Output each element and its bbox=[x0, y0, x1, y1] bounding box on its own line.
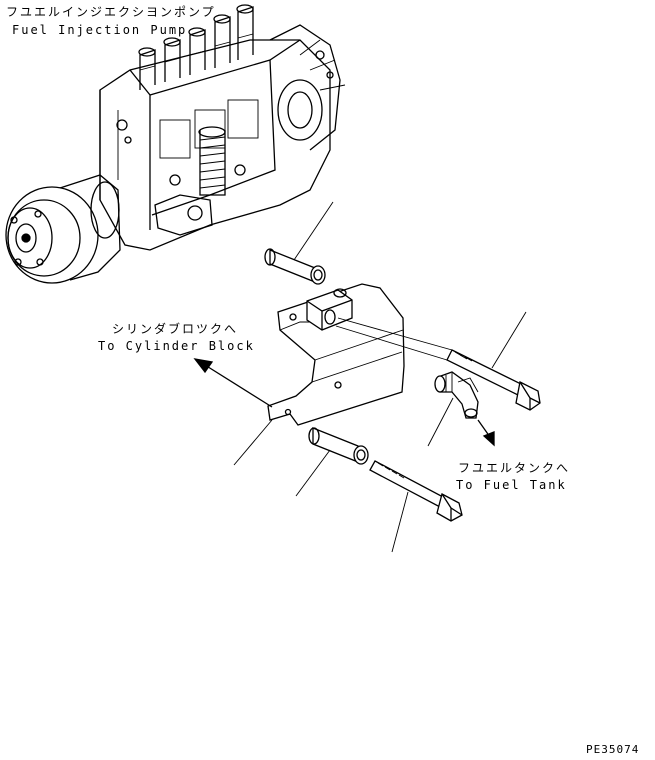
collar-upper bbox=[264, 248, 326, 285]
tank-label-en: To Fuel Tank bbox=[456, 478, 567, 492]
pump-label-jp: フユエルインジエクシヨンポンプ bbox=[6, 5, 216, 19]
drawing-code: PE35074 bbox=[586, 743, 640, 756]
tank-label-jp: フユエルタンクへ bbox=[458, 461, 571, 475]
collar-lower bbox=[308, 427, 369, 465]
pump-label-en: Fuel Injection Pump bbox=[12, 23, 188, 37]
elbow-fitting bbox=[434, 371, 479, 419]
pump-drive-coupling bbox=[5, 174, 121, 284]
arrow-to-cylinder-block bbox=[193, 358, 273, 408]
pump-delivery-valves bbox=[138, 4, 254, 90]
bolt-lower bbox=[369, 460, 463, 522]
bolt-upper bbox=[335, 317, 541, 411]
pump-housing bbox=[99, 39, 331, 251]
arrow-to-fuel-tank bbox=[477, 419, 495, 447]
fuel-injection-pump bbox=[5, 4, 346, 284]
leader-lines bbox=[233, 201, 527, 553]
cylinder-label-en: To Cylinder Block bbox=[98, 339, 255, 353]
spacer-block bbox=[306, 288, 353, 331]
cylinder-label-jp: シリンダブロツクへ bbox=[112, 322, 239, 336]
pump-feed-pump bbox=[154, 126, 226, 236]
pump-governor bbox=[269, 24, 346, 151]
